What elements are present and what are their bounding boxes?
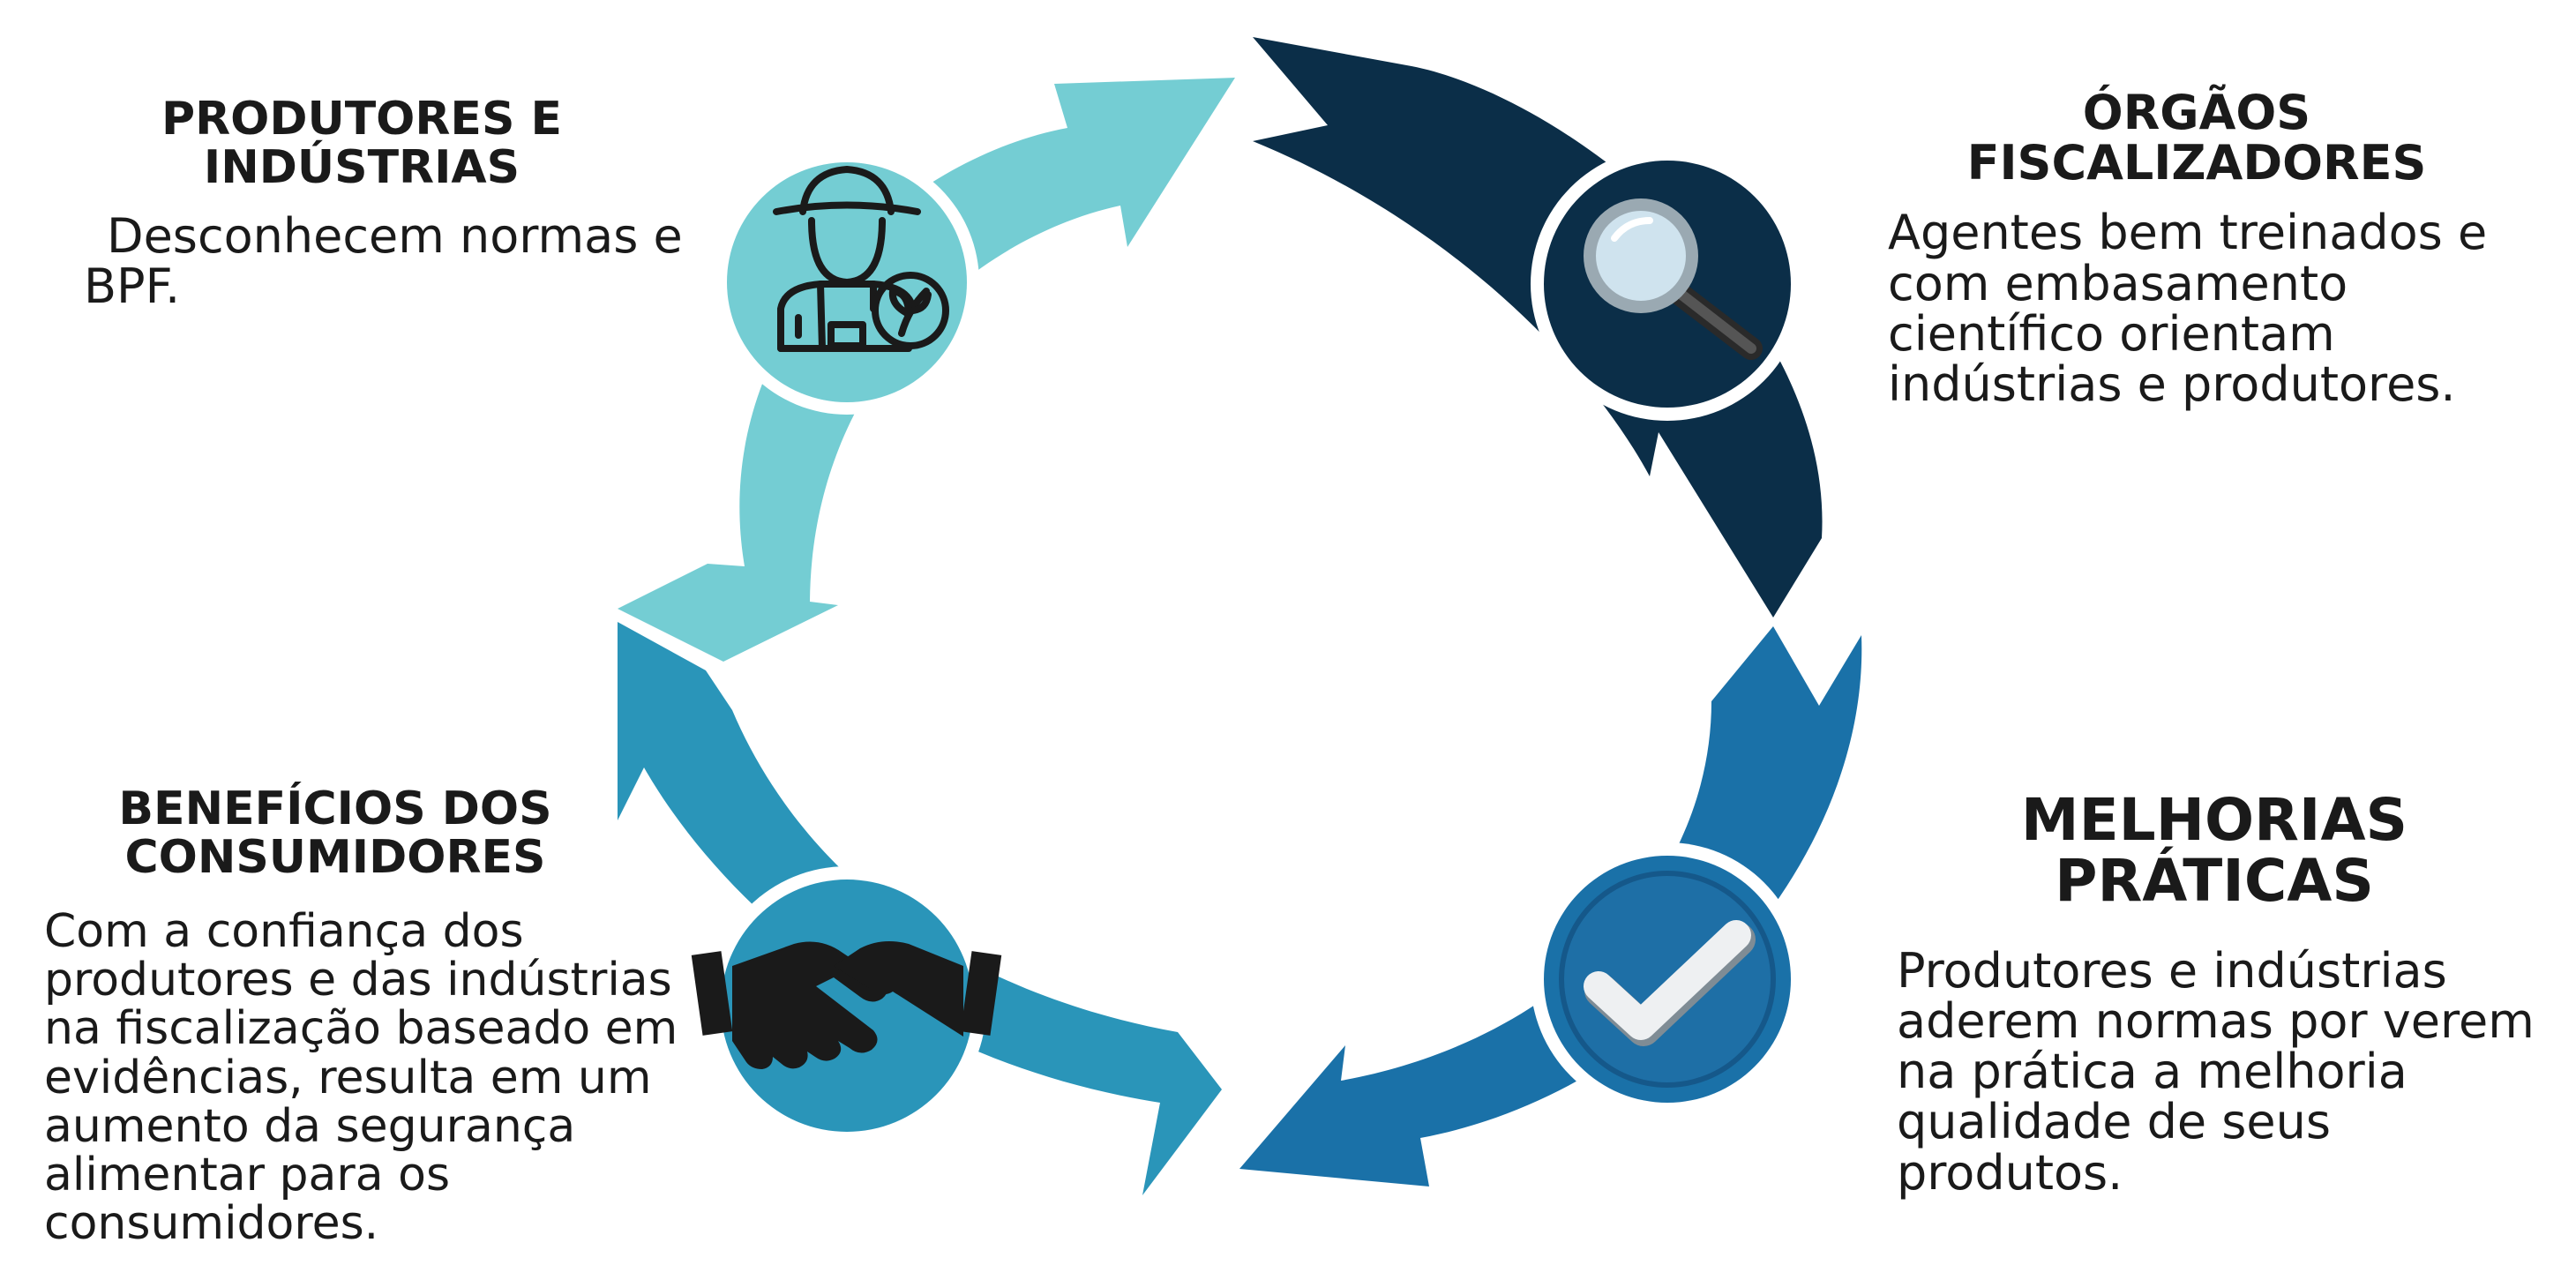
block-description: Com a confiança dos produtores e das ind… bbox=[44, 905, 678, 1250]
block-practical-improvements: MELHORIAS PRÁTICAS Produtores e indústri… bbox=[1897, 790, 2558, 1198]
block-producers-industries: PRODUTORES E INDÚSTRIAS Desconhecem norm… bbox=[84, 93, 683, 312]
arrow-segment-top-right bbox=[1253, 37, 1823, 618]
node-bottom-left bbox=[691, 866, 1002, 1145]
node-bottom-right bbox=[1531, 842, 1804, 1116]
arrow-segment-bottom-left bbox=[618, 622, 1222, 1195]
block-title: BENEFÍCIOS DOS CONSUMIDORES bbox=[118, 782, 552, 884]
node-top-right bbox=[1531, 147, 1804, 421]
block-description: Agentes bem treinados e com embasamento … bbox=[1888, 205, 2488, 413]
block-title: MELHORIAS PRÁTICAS bbox=[2020, 786, 2408, 916]
handshake-icon bbox=[691, 940, 1002, 1069]
block-description: Desconhecem normas e BPF. bbox=[84, 208, 683, 315]
arrow-segment-bottom-right bbox=[1239, 626, 1862, 1186]
node-top-left bbox=[715, 150, 979, 415]
block-consumer-benefits: BENEFÍCIOS DOS CONSUMIDORES Com a confia… bbox=[44, 785, 697, 1248]
block-inspection-bodies: ÓRGÃOS FISCALIZADORES Agentes bem treina… bbox=[1888, 85, 2558, 413]
checkmark-icon bbox=[1584, 920, 1756, 1046]
block-description: Produtores e indústrias aderem normas po… bbox=[1897, 942, 2535, 1201]
farmer-icon bbox=[773, 166, 949, 352]
magnifying-glass-icon bbox=[1584, 198, 1763, 360]
arrow-segment-top-left bbox=[618, 78, 1235, 662]
block-title: PRODUTORES E INDÚSTRIAS bbox=[161, 93, 563, 194]
block-title: ÓRGÃOS FISCALIZADORES bbox=[1966, 85, 2427, 191]
